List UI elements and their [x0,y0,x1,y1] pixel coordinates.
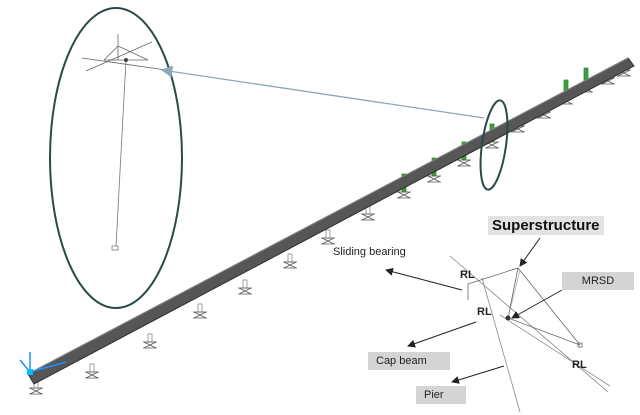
pier-support-icon [143,333,157,349]
label-mrsd: MRSD [562,272,634,290]
bearing-detail-diagram [449,255,611,413]
pier-support-icon [85,363,99,379]
leader-arrow [160,65,485,119]
annotation-arrows [385,237,563,384]
arrow-mrsd [511,289,563,319]
axis-triad-icon [19,352,67,375]
label-rl-1: RL [460,269,475,281]
label-sliding-bearing: Sliding bearing [333,246,406,258]
zoom-detail-ellipse [49,7,183,309]
highlight-ellipse [479,99,509,191]
label-pier: Pier [416,386,466,404]
arrow-superstructure [519,237,541,267]
pier-support-icon [238,279,252,295]
label-cap-beam: Cap beam [368,352,450,370]
arrow-sliding-bearing [385,267,463,291]
pier-support-icon [283,253,297,269]
pier-support-icon [321,229,335,245]
pier-support-icon [193,303,207,319]
label-superstructure: Superstructure [488,216,604,235]
arrow-cap-beam [407,321,477,348]
arrow-pier [451,365,505,384]
label-rl-2: RL [477,306,492,318]
label-rl-3: RL [572,359,587,371]
